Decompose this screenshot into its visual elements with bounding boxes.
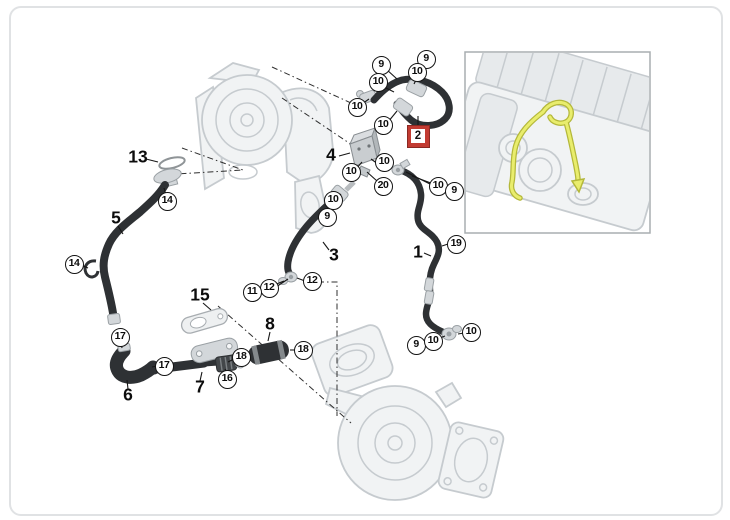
part-label-1: 1 (413, 241, 423, 262)
part-13-flange-gasket (153, 156, 186, 189)
hose-5 (83, 181, 169, 326)
clip-14 (83, 259, 100, 279)
callout-circle-18: 18 (293, 340, 313, 360)
hose-2-highlighted-part (356, 75, 453, 129)
callout-circle-20: 20 (373, 176, 393, 196)
part-15-gasket (180, 307, 229, 334)
image-frame-border (9, 6, 723, 516)
callout-circle-10: 10 (373, 115, 393, 135)
callout-circle-10: 10 (461, 322, 481, 342)
hose-6 (109, 342, 160, 384)
callout-circle-10: 10 (374, 152, 394, 172)
callout-circle-10: 10 (428, 176, 448, 196)
callout-circle-18: 18 (231, 347, 251, 367)
callout-circle-10: 10 (323, 190, 343, 210)
part-label-15: 15 (190, 284, 210, 305)
turbocharger-bottom-ghost (310, 324, 505, 501)
highlighted-coolant-lines (508, 99, 586, 201)
callout-circle-16: 16 (217, 369, 237, 389)
callout-circle-14: 14 (64, 254, 84, 274)
part-label-4: 4 (326, 144, 336, 165)
construction-lines (176, 66, 356, 424)
callout-circle-19: 19 (446, 234, 466, 254)
part-label-5: 5 (111, 207, 121, 228)
callout-circle-11: 11 (242, 282, 262, 302)
callout-circle-10: 10 (423, 331, 443, 351)
callout-circle-12: 12 (302, 271, 322, 291)
part-label-8: 8 (265, 313, 275, 334)
callout-circle-17: 17 (110, 327, 130, 347)
highlighted-part-number: 2 (411, 129, 425, 143)
highlighted-part-label-box: 2 (406, 124, 430, 148)
part-label-6: 6 (123, 384, 133, 405)
part-8-connector-hose (248, 339, 289, 365)
callout-circle-10: 10 (347, 97, 367, 117)
part-label-7: 7 (195, 376, 205, 397)
callout-circle-9: 9 (317, 207, 337, 227)
callout-circle-14: 14 (157, 191, 177, 211)
callout-circle-10: 10 (341, 162, 361, 182)
highlight-arrow-icon (570, 178, 586, 194)
callout-circle-10: 10 (407, 62, 427, 82)
callout-circle-9: 9 (406, 335, 426, 355)
turbocharger-top-ghost (195, 62, 334, 234)
callout-circle-9: 9 (444, 181, 464, 201)
engine-inset (464, 51, 651, 234)
part-label-3: 3 (329, 244, 339, 265)
part-label-13: 13 (128, 146, 148, 167)
callout-circle-9: 9 (371, 55, 391, 75)
callout-circle-12: 12 (259, 278, 279, 298)
hose-1 (391, 158, 462, 341)
callout-circle-10: 10 (368, 72, 388, 92)
callout-circle-17: 17 (154, 356, 174, 376)
